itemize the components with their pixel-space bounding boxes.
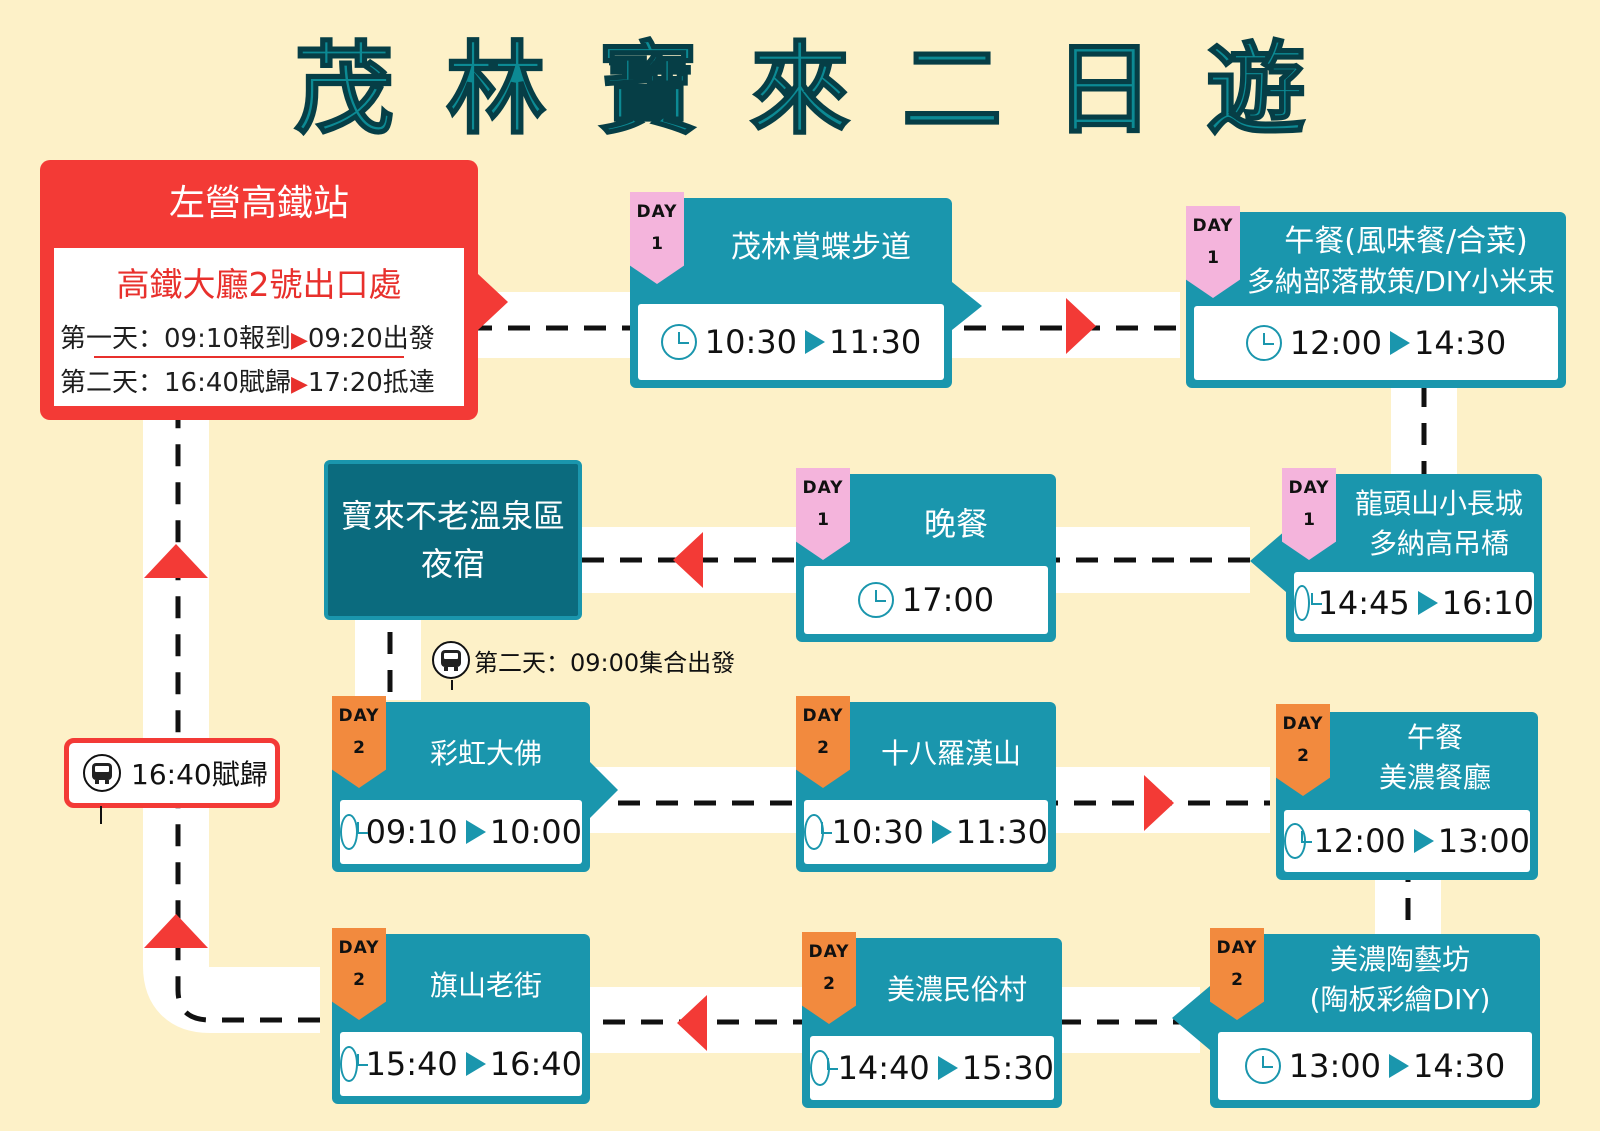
- day2-schedule: 第二天：16:40賦歸▶17:20抵達: [60, 362, 460, 399]
- play-arrow-icon: [465, 820, 486, 844]
- day1-checkin: 第一天：09:10報到: [60, 324, 291, 354]
- day1-schedule: 第一天：09:10報到▶09:20出發: [60, 318, 460, 355]
- clock-icon: [1245, 325, 1282, 361]
- stop-name: 龍頭山小長城: [1354, 487, 1523, 520]
- overnight-label: 夜宿: [420, 545, 485, 583]
- return-stem: [100, 806, 102, 824]
- pointer-5: [590, 762, 618, 818]
- bus-icon: [83, 754, 121, 792]
- meeting-point: 高鐵大廳2號出口處: [116, 265, 402, 304]
- play-arrow-icon: [1390, 331, 1410, 355]
- play-arrow-icon: [1389, 1054, 1409, 1078]
- start-station-name: 左營高鐵站: [168, 183, 349, 224]
- start-info-panel: 高鐵大廳2號出口處 第一天：09:10報到▶09:20出發 第二天：16:40賦…: [54, 248, 464, 406]
- arrow-row4: [677, 995, 707, 1051]
- arrow-row2: [673, 532, 703, 588]
- return-label-box: 16:40賦歸: [64, 738, 280, 808]
- start-station-box: 左營高鐵站 高鐵大廳2號出口處 第一天：09:10報到▶09:20出發 第二天：…: [40, 160, 478, 420]
- clock-icon: [804, 814, 832, 850]
- clock-icon: [810, 1050, 838, 1086]
- day1-depart: 09:20出發: [307, 324, 435, 354]
- play-arrow-icon: [465, 1052, 486, 1076]
- bus-icon: [432, 641, 470, 679]
- stop-name: 十八羅漢山: [880, 737, 1021, 770]
- stop-name-2: 美濃餐廳: [1378, 761, 1491, 794]
- clock-icon: [1294, 585, 1322, 621]
- time-panel: 17:00: [804, 566, 1048, 634]
- stop-name-2: 多納高吊橋: [1368, 527, 1509, 560]
- arrow-row1: [1066, 298, 1096, 354]
- start-pointer: [478, 274, 508, 330]
- pointer-1: [952, 282, 982, 330]
- clock-icon: [340, 1046, 368, 1082]
- arrow-up-1: [144, 544, 208, 578]
- stop-name-2: 多納部落散策/DIY小米束: [1246, 265, 1556, 298]
- stop-name: 茂林賞蝶步道: [731, 230, 911, 265]
- divider: [94, 356, 404, 358]
- page-title: 茂林寶來二日遊: [293, 29, 1358, 149]
- dash-left: [175, 420, 320, 1023]
- stop-name: 午餐(風味餐/合菜): [1284, 224, 1528, 259]
- play-arrow-icon: ▶: [290, 328, 308, 353]
- day2-departure-note: 第二天：09:00集合出發: [432, 640, 735, 680]
- note-stem: [451, 680, 453, 690]
- route-left: [143, 400, 320, 1033]
- play-arrow-icon: [1417, 591, 1438, 615]
- stop-name: 旗山老街: [429, 969, 542, 1002]
- stop-name: 彩虹大佛: [429, 737, 542, 770]
- arrow-row3: [1144, 775, 1174, 831]
- overnight-location: 寶來不老溫泉區: [340, 497, 565, 535]
- day2-return: 第二天：16:40賦歸: [60, 368, 291, 398]
- arrow-up-2: [144, 914, 208, 948]
- stop-name: 午餐: [1406, 721, 1463, 754]
- clock-icon: [340, 814, 368, 850]
- stop-name-2: (陶板彩繪DIY): [1309, 983, 1491, 1016]
- overnight-stay-box: 寶來不老溫泉區 夜宿: [324, 460, 582, 620]
- play-arrow-icon: [1413, 829, 1434, 853]
- clock-icon: [660, 324, 697, 360]
- stop-name: 美濃陶藝坊: [1329, 943, 1470, 976]
- play-arrow-icon: [931, 820, 952, 844]
- clock-icon: [1244, 1048, 1281, 1084]
- stop-name: 晚餐: [923, 505, 988, 543]
- day2-arrive: 17:20抵達: [307, 368, 435, 398]
- play-arrow-icon: [937, 1056, 958, 1080]
- pointer-8: [1172, 986, 1210, 1050]
- stop-name: 美濃民俗村: [886, 973, 1027, 1006]
- stop-dinner: 晚餐 17:00: [796, 474, 1056, 642]
- clock-icon: [857, 582, 894, 618]
- clock-icon: [1284, 823, 1312, 859]
- play-arrow-icon: ▶: [290, 372, 308, 397]
- pointer-3: [1250, 530, 1286, 592]
- play-arrow-icon: [805, 330, 825, 354]
